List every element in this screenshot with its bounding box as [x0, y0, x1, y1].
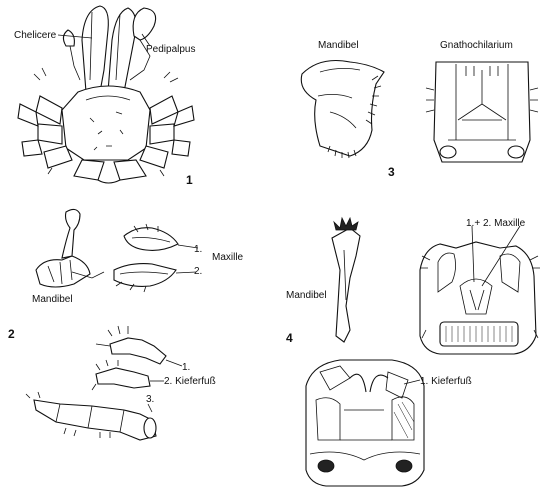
- label-pedipalpus: Pedipalpus: [146, 44, 195, 55]
- mandibel-drawing-4: [331, 227, 361, 343]
- figure-number-1: 1: [186, 173, 193, 187]
- label-maxille-2: 2.: [194, 266, 202, 277]
- label-chelicere: Chelicere: [14, 30, 57, 41]
- figure-number-3: 3: [388, 165, 395, 179]
- mandibel-drawing-2: [35, 255, 91, 288]
- kieferfuss-1-drawing: [109, 337, 167, 365]
- chelicera-right-drawing: [107, 7, 137, 93]
- prosoma-drawing: [61, 85, 151, 161]
- label-mandibel-3: Mandibel: [318, 40, 359, 51]
- maxille-1-drawing: [123, 227, 179, 251]
- label-maxille-1: 1.: [194, 244, 202, 255]
- pedipalpus-drawing: [132, 7, 157, 41]
- kieferfuss-3-drawing: [33, 399, 157, 441]
- kieferfuss-2-drawing: [95, 367, 151, 389]
- label-gnathochilarium: Gnathochilarium: [440, 40, 513, 51]
- label-kieferfuss-2: 2. Kieferfuß: [164, 376, 216, 387]
- figure-1-arachnid-ventral: Chelicere Pedipalpus 1: [14, 5, 195, 187]
- label-kieferfuss-3: 3.: [146, 394, 154, 405]
- label-mandibel-4: Mandibel: [286, 290, 327, 301]
- figure-number-4: 4: [286, 331, 293, 345]
- label-mandibel-2: Mandibel: [32, 294, 73, 305]
- label-maxille: Maxille: [212, 252, 244, 263]
- kieferfuss-head-drawing: [305, 359, 425, 487]
- figure-3-millipede: Mandibel Gnathochilarium 3: [300, 40, 539, 179]
- maxille-2-drawing: [113, 263, 177, 287]
- label-maxille-1-2: 1.+ 2. Maxille: [466, 218, 526, 229]
- chelicera-left-drawing: [81, 5, 109, 93]
- figure-number-2: 2: [8, 327, 15, 341]
- label-kieferfuss-4: 1. Kieferfuß: [420, 376, 472, 387]
- figure-4-centipede: Mandibel 1.+ 2. Maxille 1. Kieferfuß 4: [286, 216, 540, 487]
- figure-2-crustacean: 1. Maxille 2. Mandibel 1. 2. Kieferfuß 3…: [8, 208, 244, 441]
- mandibel-drawing-3: [300, 59, 385, 157]
- label-kieferfuss-1: 1.: [182, 362, 190, 373]
- gnathochilarium-drawing: [433, 61, 531, 163]
